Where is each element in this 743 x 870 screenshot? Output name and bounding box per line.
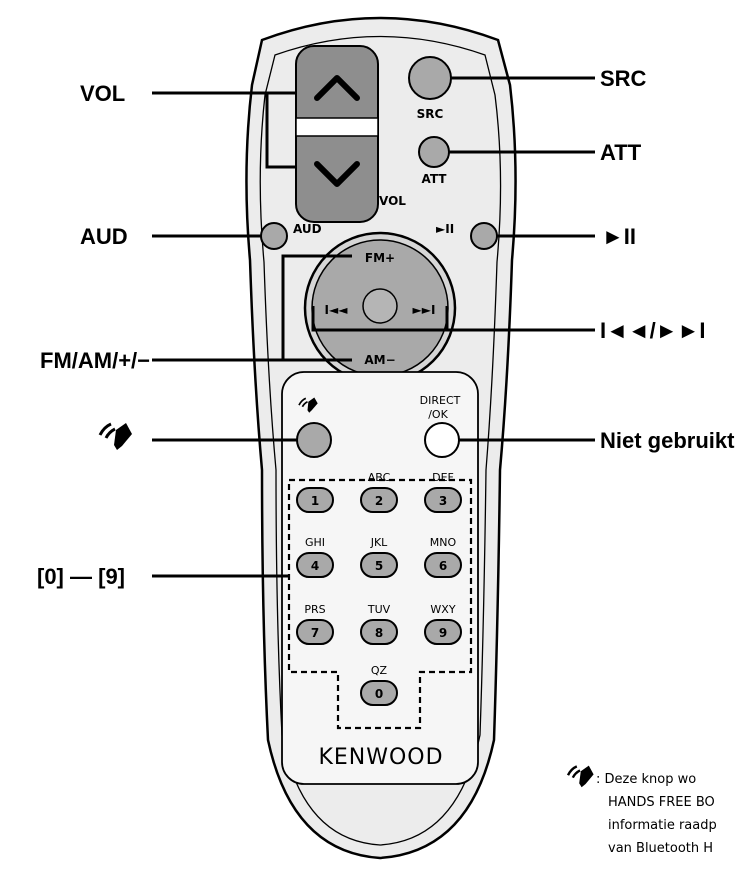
aud-callout: AUD — [80, 224, 128, 249]
keypad-digit-label: 0 — [375, 687, 383, 701]
vol-callout: VOL — [80, 81, 125, 106]
am-minus-remote-label: AM− — [364, 353, 395, 367]
footnote-line-3: informatie raadp — [608, 818, 717, 833]
skip-callout: I◄◄/►►I — [600, 318, 705, 343]
vol-up-button[interactable] — [296, 46, 378, 118]
keypad-key-3[interactable]: DEF 3 — [424, 471, 462, 513]
footnote-line-1: : Deze knop wo — [596, 772, 696, 787]
src-remote-label: SRC — [417, 107, 444, 121]
vol-down-button[interactable] — [296, 136, 378, 222]
keypad-key-1[interactable]: 1 — [296, 487, 334, 513]
keypad-digit-label: 5 — [375, 559, 383, 573]
keypad-key-shape[interactable] — [424, 619, 462, 645]
vol-divider — [295, 117, 379, 137]
att-button[interactable] — [418, 136, 450, 168]
hands-free-callout-icon — [98, 422, 132, 450]
footnote-line-2: HANDS FREE BO — [608, 795, 715, 810]
keypad-key-shape[interactable] — [296, 552, 334, 578]
aud-remote-label: AUD — [293, 222, 322, 236]
direct-ok-label-line1: DIRECT — [420, 394, 461, 407]
keypad-digit-label: 2 — [375, 494, 383, 508]
keypad-key-0[interactable]: QZ 0 — [360, 664, 398, 706]
keypad-digit-label: 3 — [439, 494, 447, 508]
keypad-key-8[interactable]: TUV 8 — [360, 603, 398, 645]
keypad-key-shape[interactable] — [296, 487, 334, 513]
next-remote-label: ►►I — [413, 303, 436, 317]
play-pause-callout: ►II — [602, 224, 636, 249]
keypad-letters-label: TUV — [367, 603, 391, 616]
vol-leader-line — [152, 91, 296, 169]
keypad-digit-label: 6 — [439, 559, 447, 573]
keypad-key-7[interactable]: PRS 7 — [296, 603, 334, 645]
fm-am-callout: FM/AM/+/− — [40, 348, 150, 373]
play-pause-button[interactable] — [470, 222, 498, 250]
keypad-letters-label: QZ — [371, 664, 388, 677]
vol-remote-label: VOL — [379, 194, 406, 208]
hands-free-remote-icon — [298, 397, 318, 413]
keypad-letters-label: GHI — [305, 536, 325, 549]
keypad-key-6[interactable]: MNO 6 — [424, 536, 462, 578]
keypad-key-5[interactable]: JKL 5 — [360, 536, 398, 578]
aud-button[interactable] — [260, 222, 288, 250]
keypad-key-shape[interactable] — [360, 619, 398, 645]
keypad-key-shape[interactable] — [360, 487, 398, 513]
keypad-key-shape[interactable] — [360, 680, 398, 706]
src-callout: SRC — [600, 66, 647, 91]
callout-lines — [152, 76, 595, 578]
digits-callout: [0] — [9] — [37, 564, 125, 589]
direct-ok-button[interactable] — [424, 422, 460, 458]
keypad-dashed-outline — [287, 478, 473, 730]
keypad-letters-label: WXY — [430, 603, 455, 616]
keypad-key-9[interactable]: WXY 9 — [424, 603, 462, 645]
keypad-digit-label: 1 — [311, 494, 319, 508]
fm-plus-remote-label: FM+ — [365, 251, 395, 265]
prev-remote-label: I◄◄ — [325, 303, 349, 317]
keypad-letters-label: DEF — [432, 471, 454, 484]
keypad-key-shape[interactable] — [424, 487, 462, 513]
direct-ok-label-line2: /OK — [428, 408, 448, 421]
joystick-center-button[interactable] — [362, 288, 398, 324]
src-button[interactable] — [408, 56, 452, 100]
fm-am-leader-line — [152, 254, 352, 362]
hands-free-button[interactable] — [296, 422, 332, 458]
keypad-key-4[interactable]: GHI 4 — [296, 536, 334, 578]
keypad-key-shape[interactable] — [360, 552, 398, 578]
vol-up-chevron-icon — [314, 75, 360, 101]
skip-leader-line — [311, 306, 595, 332]
brand-logo: KENWOOD — [318, 745, 443, 770]
keypad-letters-label: PRS — [304, 603, 325, 616]
att-remote-label: ATT — [421, 172, 447, 186]
keypad-key-shape[interactable] — [296, 619, 334, 645]
keypad-key-2[interactable]: ABC 2 — [360, 471, 398, 513]
footnote-line-4: van Bluetooth H — [608, 841, 713, 856]
remote-body-inner-edge — [259, 35, 502, 846]
keypad-letters-label: MNO — [430, 536, 457, 549]
keypad-digit-label: 7 — [311, 626, 319, 640]
not-used-callout: Niet gebruikt — [600, 428, 735, 453]
footnote-icon — [566, 765, 594, 788]
vol-down-chevron-icon — [314, 161, 360, 187]
keypad-key-shape[interactable] — [424, 552, 462, 578]
keypad-digit-label: 4 — [311, 559, 319, 573]
keypad-digit-label: 8 — [375, 626, 383, 640]
keypad-letters-label: ABC — [368, 471, 391, 484]
play-pause-remote-label: ►II — [436, 222, 454, 236]
att-callout: ATT — [600, 140, 642, 165]
keypad-letters-label: JKL — [370, 536, 388, 549]
keypad-digit-label: 9 — [439, 626, 447, 640]
